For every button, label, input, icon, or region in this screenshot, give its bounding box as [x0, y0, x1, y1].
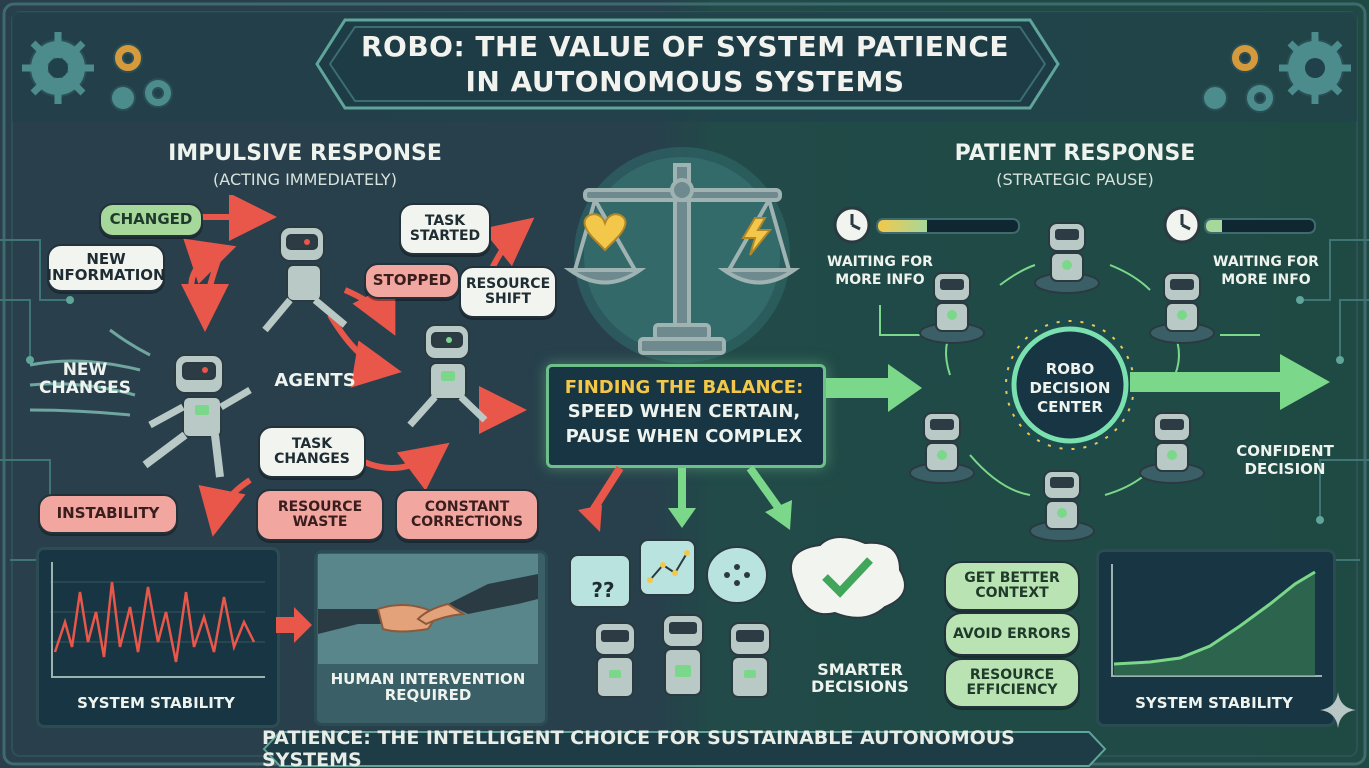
- balance-box: [546, 364, 826, 468]
- wait-progress-right: [1204, 218, 1316, 234]
- scale-icon: [563, 147, 801, 363]
- page-title: ROBO: THE VALUE OF SYSTEM PATIENCE IN AU…: [360, 24, 1010, 104]
- clock-icon: [1163, 206, 1201, 244]
- left-stability-chart: [50, 562, 265, 678]
- left-chart-label: SYSTEM STABILITY: [77, 694, 235, 712]
- left-heading: IMPULSIVE RESPONSE: [168, 141, 442, 166]
- balance-text: FINDING THE BALANCE: SPEED WHEN CERTAIN,…: [550, 376, 818, 449]
- label-resource-shift: RESOURCE SHIFT: [459, 266, 557, 318]
- balance-line-2: SPEED WHEN CERTAIN,: [567, 401, 801, 423]
- sparkle-icon: [1320, 692, 1356, 728]
- benefit-resource-efficiency: RESOURCE EFFICIENCY: [944, 658, 1080, 708]
- clock-icon: [833, 206, 871, 244]
- intervention-label: HUMAN INTERVENTION REQUIRED: [330, 670, 526, 704]
- decision-center-label: ROBO DECISION CENTER: [1029, 360, 1111, 416]
- robot-icon: [142, 226, 488, 478]
- title-banner: [315, 18, 1060, 110]
- label-new-information: NEW INFORMATION: [46, 244, 166, 292]
- arrow-icon: [276, 607, 312, 643]
- smarter-decisions: SMARTER DECISIONS: [811, 660, 909, 696]
- title-line-2: IN AUTONOMOUS SYSTEMS: [465, 65, 905, 98]
- benefit-avoid-errors: AVOID ERRORS: [944, 612, 1080, 656]
- right-subheading: (STRATEGIC PAUSE): [996, 170, 1154, 189]
- gear-icon: [22, 32, 173, 111]
- center-arrows: [578, 465, 792, 532]
- balance-line-3: PAUSE WHEN COMPLEX: [565, 425, 803, 447]
- right-chart-label: SYSTEM STABILITY: [1135, 694, 1293, 712]
- waiting-right: WAITING FOR MORE INFO: [1213, 254, 1319, 288]
- label-constant-corrections: CONSTANT CORRECTIONS: [395, 489, 539, 541]
- wait-progress-left: [876, 218, 1020, 234]
- confident-decision: CONFIDENT DECISION: [1236, 442, 1334, 478]
- question-bubble: ??: [591, 578, 615, 602]
- collaboration-scene: [569, 536, 906, 698]
- benefit-better-context: GET BETTER CONTEXT: [944, 561, 1080, 611]
- label-new-changes: NEW CHANGES: [39, 360, 131, 398]
- right-heading: PATIENT RESPONSE: [954, 141, 1196, 166]
- label-task-changes: TASK CHANGES: [258, 426, 366, 478]
- label-agents: AGENTS: [274, 370, 356, 391]
- decision-network: [879, 222, 1260, 542]
- handshake-icon: [318, 554, 538, 664]
- right-stability-chart: [1111, 564, 1322, 677]
- waiting-left: WAITING FOR MORE INFO: [827, 254, 933, 288]
- chaos-arrows: [29, 195, 535, 537]
- label-task-started: TASK STARTED: [399, 203, 491, 255]
- arrow-icon: [1130, 354, 1330, 410]
- label-instability: INSTABILITY: [38, 494, 178, 534]
- gear-icon: [1202, 32, 1351, 113]
- label-resource-waste: RESOURCE WASTE: [256, 489, 384, 541]
- arrow-icon: [826, 364, 922, 412]
- balance-line-1: FINDING THE BALANCE:: [564, 377, 804, 398]
- label-changed: CHANGED: [99, 203, 203, 237]
- title-line-1: ROBO: THE VALUE OF SYSTEM PATIENCE: [360, 30, 1010, 63]
- footer-banner: [262, 731, 1107, 767]
- label-stopped: STOPPED: [364, 263, 460, 299]
- footer-text: PATIENCE: THE INTELLIGENT CHOICE FOR SUS…: [262, 727, 1015, 768]
- left-subheading: (ACTING IMMEDIATELY): [213, 170, 397, 189]
